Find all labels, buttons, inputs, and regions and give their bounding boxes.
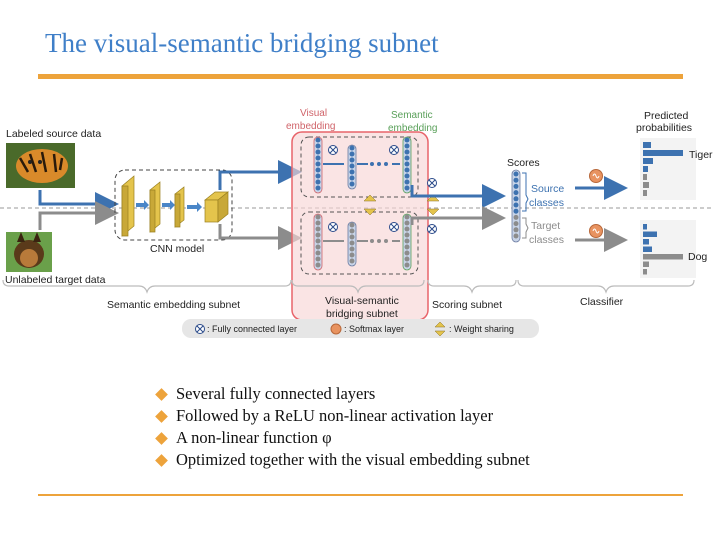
source-histogram-box	[640, 138, 696, 200]
fully-connected-icon	[328, 145, 338, 155]
histogram-bar	[643, 239, 649, 245]
tiger-image	[6, 143, 75, 188]
source-embedding-box	[300, 136, 419, 198]
visual-layer	[313, 213, 323, 271]
cnn-layers	[121, 175, 229, 237]
slide-title: The visual-semantic bridging subnet	[45, 28, 439, 58]
legend-fc-label: : Fully connected layer	[207, 324, 297, 334]
histogram-bar	[643, 190, 647, 196]
footer-divider	[38, 494, 683, 496]
fully-connected-icon	[389, 145, 399, 155]
cnn-box	[114, 169, 233, 241]
cnn-model-label: CNN model	[150, 243, 204, 255]
histogram-bar	[643, 246, 652, 252]
bullet-diamond-icon	[155, 453, 168, 467]
hidden-layer	[347, 144, 357, 190]
score-node	[513, 190, 519, 196]
hidden-layer	[347, 221, 357, 267]
bullet-item: A non-linear function φ	[155, 427, 530, 449]
score-node	[513, 208, 519, 214]
score-node	[513, 196, 519, 202]
scores-label: Scores	[507, 157, 540, 169]
score-node	[513, 171, 519, 177]
semantic-embedding-subnet-label: Semantic embedding subnet	[107, 299, 240, 311]
dog-image	[6, 232, 52, 272]
bullet-diamond-icon	[155, 431, 168, 445]
tiger-label: Tiger	[689, 149, 713, 161]
bullet-item: Optimized together with the visual embed…	[155, 449, 530, 471]
score-node	[513, 233, 519, 239]
fully-connected-icon	[389, 222, 399, 232]
scoring-fc-icon	[427, 178, 437, 234]
weight-sharing-icon	[363, 194, 440, 216]
score-node	[513, 221, 519, 227]
ellipsis-dots	[370, 239, 388, 243]
score-node	[513, 214, 519, 220]
section-braces	[2, 279, 695, 294]
score-vector	[511, 169, 521, 243]
target-feature-arrow	[218, 224, 302, 250]
legend-fc-icon	[195, 324, 205, 334]
source-input-arrow	[38, 190, 119, 216]
source-feature-arrow	[218, 160, 302, 190]
cnn-internal-arrows	[136, 200, 202, 212]
dog-label: Dog	[688, 251, 707, 263]
source-score-arrow	[410, 184, 506, 208]
ellipsis-dots	[370, 162, 388, 166]
score-node	[513, 202, 519, 208]
bullet-item: Several fully connected layers	[155, 383, 530, 405]
semantic-layer	[402, 136, 412, 194]
classifier-label: Classifier	[580, 296, 624, 308]
histogram-bar	[643, 158, 653, 164]
histogram-bar	[643, 224, 647, 230]
fully-connected-icon	[328, 222, 338, 232]
histogram-bar	[643, 182, 649, 188]
target-score-arrow	[410, 206, 506, 230]
histogram-bar	[643, 261, 649, 267]
bullet-list: Several fully connected layers Followed …	[155, 383, 530, 471]
legend-box	[182, 319, 539, 338]
histogram-bar	[643, 174, 647, 180]
score-node	[513, 227, 519, 233]
histogram-bar	[643, 254, 683, 260]
histogram-bar	[643, 231, 657, 237]
labeled-source-label: Labeled source data	[6, 128, 101, 140]
bullet-item: Followed by a ReLU non-linear activation…	[155, 405, 530, 427]
histogram-bar	[643, 166, 648, 172]
histogram-bar	[643, 150, 683, 156]
scoring-subnet-label: Scoring subnet	[432, 299, 502, 311]
legend-softmax-icon	[330, 323, 342, 335]
legend-weight-sharing-label: : Weight sharing	[449, 324, 514, 334]
semantic-layer	[402, 213, 412, 271]
histogram-bar	[643, 269, 647, 275]
unlabeled-target-label: Unlabeled target data	[5, 274, 106, 286]
softmax-icon	[589, 169, 603, 238]
bullet-diamond-icon	[155, 387, 168, 401]
score-node	[513, 177, 519, 183]
architecture-diagram: Labeled source data Unlabeled target dat…	[0, 108, 713, 338]
bullet-diamond-icon	[155, 409, 168, 423]
legend-softmax-label: : Softmax layer	[344, 324, 404, 334]
visual-layer	[313, 136, 323, 194]
histogram-bar	[643, 142, 651, 148]
target-embedding-box	[300, 211, 419, 275]
legend-weight-sharing-icon	[434, 321, 446, 337]
title-divider	[38, 74, 683, 79]
score-node	[513, 183, 519, 189]
target-input-arrow	[38, 201, 119, 230]
